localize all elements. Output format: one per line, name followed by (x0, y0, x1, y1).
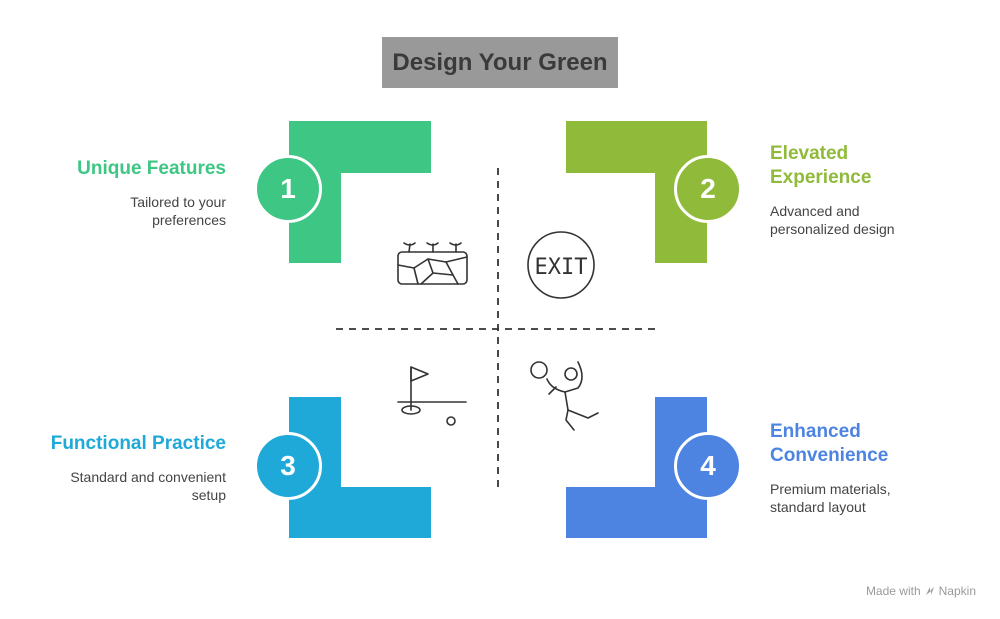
footer-brand: Napkin (938, 584, 976, 598)
cracked-soil-sprouts-icon (397, 242, 468, 285)
quadrant-4-heading-line: Convenience (770, 445, 889, 466)
quadrant-4-description: Premium materials, standard layout (770, 480, 891, 516)
quadrant-4-heading: Enhanced Convenience (770, 420, 888, 468)
golf-flag-hole-icon (397, 366, 467, 426)
step-number-4: 4 (674, 432, 742, 500)
step-number-1: 1 (254, 155, 322, 223)
quadrant-1-description-line: preferences (152, 212, 226, 228)
quadrant-4-description-line: standard layout (770, 499, 866, 515)
quadrant-2-description-line: Advanced and (770, 203, 860, 219)
footer-made-with: Made with (865, 584, 921, 598)
quadrant-1-heading: Unique Features (77, 158, 226, 179)
page-title: Design Your Green (382, 37, 618, 88)
quadrant-1-description-line: Tailored to your (130, 194, 226, 210)
quadrant-shape-2 (566, 121, 707, 263)
quadrant-3-description-line: Standard and convenient (70, 469, 226, 485)
quadrant-2-heading-line: Elevated (770, 143, 849, 164)
quadrant-3-description-line: setup (191, 487, 226, 503)
quadrant-3-heading: Functional Practice (50, 433, 226, 454)
quadrant-4-heading-line: Enhanced (770, 421, 861, 442)
person-ball-icon (530, 361, 599, 431)
quadrant-shape-3 (289, 397, 431, 538)
quadrant-2-description-line: personalized design (770, 221, 895, 237)
quadrant-3-description: Standard and convenient setup (20, 468, 226, 504)
quadrant-2-heading: Elevated Experience (770, 142, 871, 190)
step-number-2: 2 (674, 155, 742, 223)
exit-sign-label: EXIT (535, 255, 588, 280)
quadrant-1-description: Tailored to your preferences (40, 193, 226, 229)
napkin-logo-icon (925, 587, 934, 595)
quadrant-4-description-line: Premium materials, (770, 481, 891, 497)
made-with-napkin-footer: Made with Napkin (866, 584, 976, 598)
quadrant-2-heading-line: Experience (770, 167, 872, 188)
quadrant-shape-4 (566, 397, 707, 538)
exit-sign-icon: EXIT (527, 231, 595, 299)
quadrant-shape-1 (289, 121, 431, 263)
quadrant-2-description: Advanced and personalized design (770, 202, 895, 238)
step-number-3: 3 (254, 432, 322, 500)
